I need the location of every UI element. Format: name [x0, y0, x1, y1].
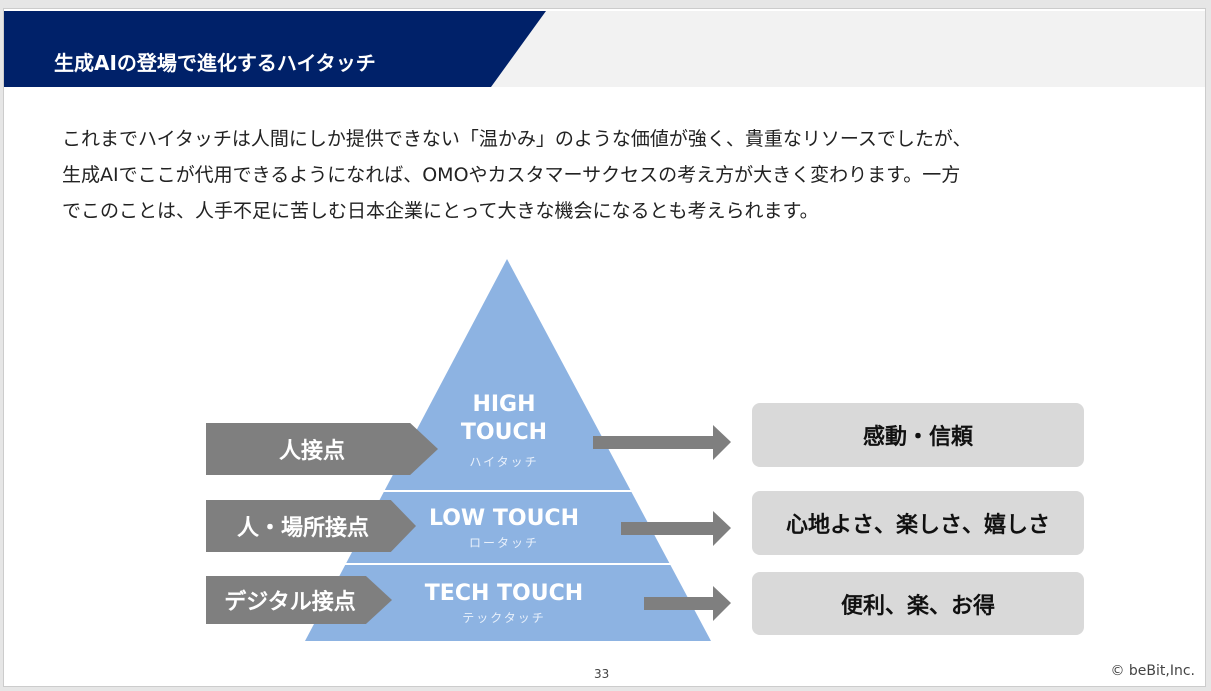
touchpoint-label: デジタル接点: [224, 590, 356, 615]
copyright: © beBit,Inc.: [1110, 663, 1195, 679]
body-line: 生成AIでここが代用できるようになれば、OMOやカスタマーサクセスの考え方が大き…: [62, 164, 961, 186]
right-arrow-3: [644, 586, 731, 621]
slide: 生成AIの登場で進化するハイタッチ これまでハイタッチは人間にしか提供できない「…: [3, 8, 1206, 687]
body-line: でこのことは、人手不足に苦しむ日本企業にとって大きな機会になるとも考えられます。: [62, 200, 819, 222]
value-box: 心地よさ、楽しさ、嬉しさ: [752, 491, 1084, 555]
level-kana: ハイタッチ: [469, 455, 539, 469]
touchpoint-label: 人・場所接点: [236, 516, 369, 541]
body-line: これまでハイタッチは人間にしか提供できない「温かみ」のような価値が強く、貴重なリ…: [62, 128, 972, 150]
header-band: 生成AIの登場で進化するハイタッチ: [4, 11, 1205, 87]
header-navy-shape: [4, 11, 546, 87]
page-number: 33: [594, 667, 610, 681]
page-title: 生成AIの登場で進化するハイタッチ: [54, 51, 376, 75]
level-title-low: LOW TOUCH: [429, 506, 579, 531]
level-kana: テックタッチ: [462, 611, 546, 625]
body-text: これまでハイタッチは人間にしか提供できない「温かみ」のような価値が強く、貴重なリ…: [62, 121, 1162, 229]
pyramid-diagram: [305, 259, 731, 641]
touchpoint-arrow-human: 人接点: [206, 423, 438, 475]
touchpoint-arrow-human-place: 人・場所接点: [206, 500, 416, 552]
touchpoint-arrow-digital: デジタル接点: [206, 576, 392, 624]
level-title-tech: TECH TOUCH: [424, 581, 584, 606]
right-arrow-2: [621, 511, 731, 546]
touchpoint-label: 人接点: [278, 439, 345, 464]
value-box: 感動・信頼: [752, 403, 1084, 467]
right-arrow-1: [593, 425, 731, 460]
value-box: 便利、楽、お得: [752, 572, 1084, 635]
level-kana: ロータッチ: [468, 536, 539, 550]
pyramid: [305, 259, 711, 641]
